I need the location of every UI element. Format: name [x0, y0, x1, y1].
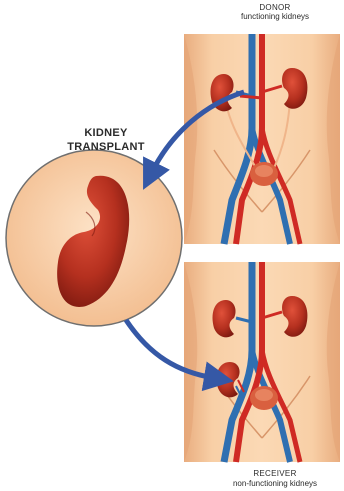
bladder-icon [250, 386, 278, 410]
procedure-title-line1: KIDNEY [56, 127, 156, 139]
magnified-kidney-circle [6, 150, 182, 326]
procedure-title-line2: TRANSPLANT [46, 141, 166, 153]
bladder-icon [250, 162, 278, 186]
receiver-subtitle: non-functioning kidneys [203, 479, 344, 488]
receiver-title: RECEIVER [215, 469, 335, 478]
donor-torso [184, 34, 340, 244]
receiver-kidney-icon [282, 296, 307, 337]
donor-kidney-icon [282, 68, 307, 109]
donor-subtitle: functioning kidneys [215, 12, 335, 21]
receiver-torso [184, 262, 340, 462]
donor-title: DONOR [215, 3, 335, 12]
